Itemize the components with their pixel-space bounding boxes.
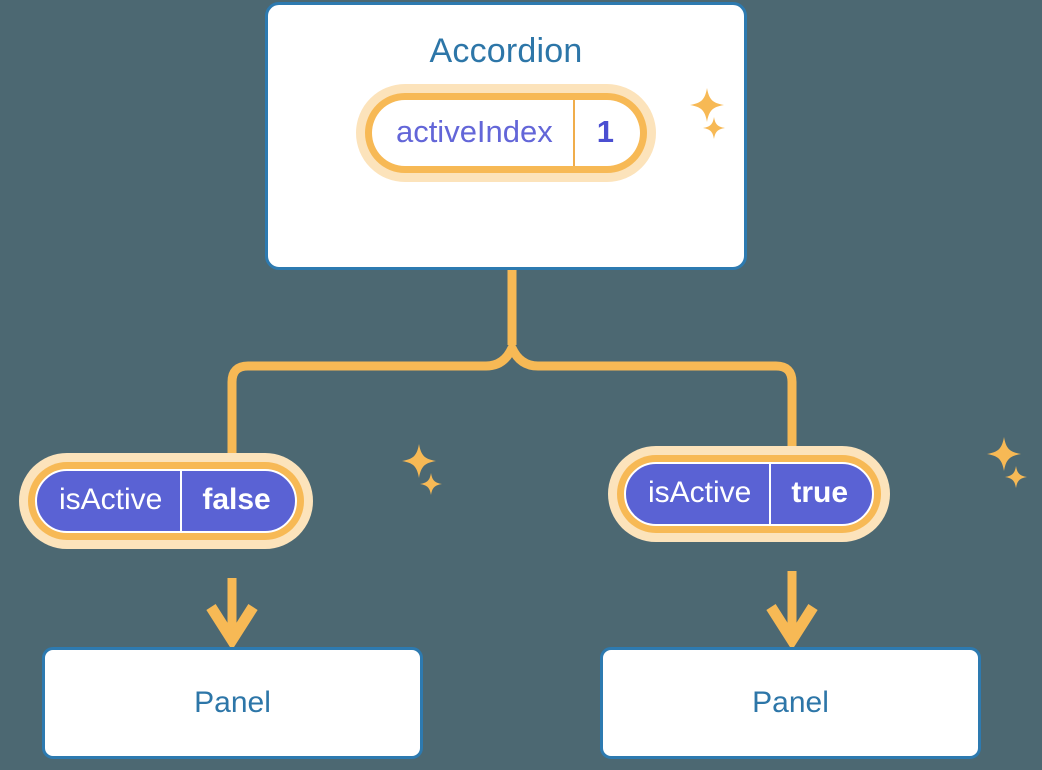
- chip-key-active-index: activeIndex: [395, 114, 553, 149]
- panel-label-right: Panel: [752, 686, 829, 719]
- chip-value-active-index: 1: [572, 100, 640, 166]
- sparkle-icon: [987, 437, 1021, 471]
- connector-right-arrow-head: [766, 604, 818, 651]
- chip-ring: activeIndex 1: [364, 93, 648, 173]
- accordion-title: Accordion: [429, 32, 583, 70]
- chip-value-is-active-right: true: [769, 464, 872, 524]
- chip-body: isActive false: [35, 469, 297, 533]
- state-chip-is-active-right[interactable]: isActive true: [608, 446, 891, 542]
- connector-left-arrow-head: [206, 604, 258, 651]
- panel-node-right[interactable]: Panel: [600, 647, 981, 759]
- accordion-node[interactable]: Accordion activeIndex 1: [265, 2, 747, 270]
- chip-ring: isActive true: [617, 455, 882, 533]
- state-chip-active-index[interactable]: activeIndex 1: [355, 84, 657, 182]
- panel-label-left: Panel: [194, 686, 271, 719]
- chip-key-is-active-left: isActive: [59, 483, 163, 516]
- sparkle-icon: [402, 444, 436, 478]
- chip-ring: isActive false: [28, 462, 304, 540]
- sparkle-icon: [420, 473, 442, 495]
- chip-key-is-active-right: isActive: [648, 476, 752, 509]
- chip-body: activeIndex 1: [371, 100, 641, 166]
- state-chip-is-active-left[interactable]: isActive false: [19, 453, 313, 549]
- chip-body: isActive true: [624, 462, 875, 526]
- chip-value-is-active-left: false: [180, 471, 294, 531]
- sparkle-icon: [1005, 466, 1027, 488]
- panel-node-left[interactable]: Panel: [42, 647, 423, 759]
